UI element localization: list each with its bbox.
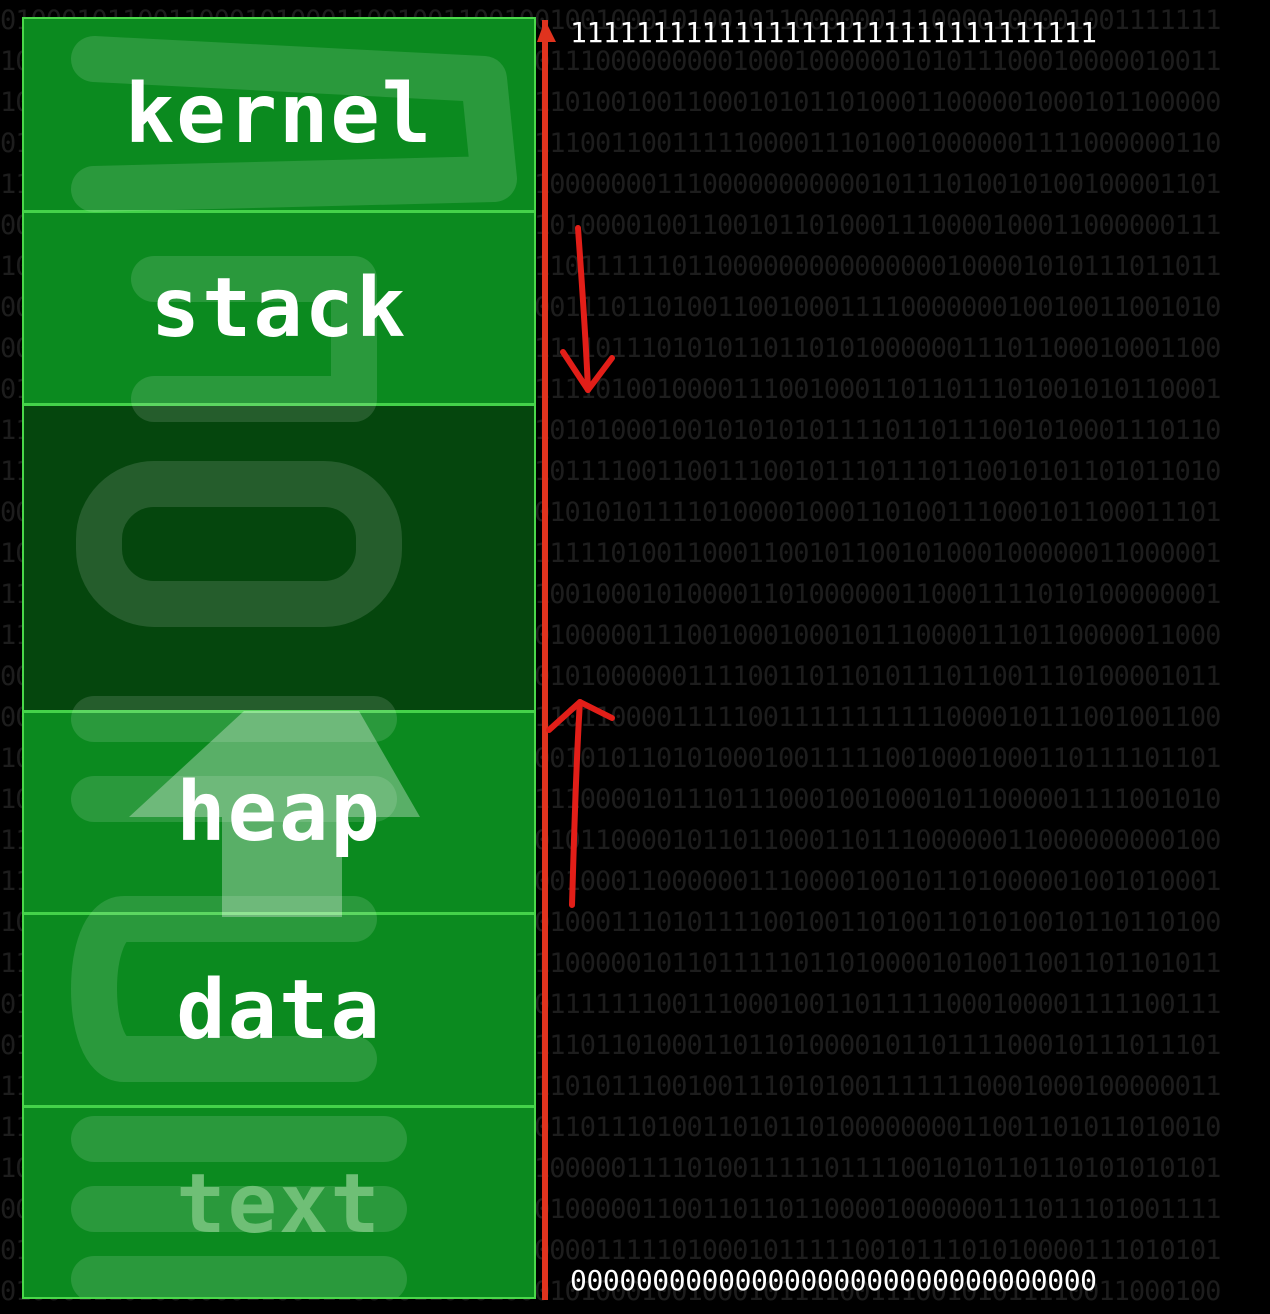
- low-address-label: 00000000000000000000000000000000: [570, 1264, 1097, 1297]
- segment-text: text: [24, 1108, 534, 1297]
- segment-label-data: data: [176, 962, 382, 1058]
- stack-growth-down-arrow-icon: [575, 225, 591, 393]
- high-address-label: 11111111111111111111111111111111: [570, 16, 1097, 49]
- segment-label-text: text: [176, 1157, 382, 1252]
- segment-kernel: kernel: [24, 19, 534, 213]
- memory-layout-column: kernel stack heap data text: [22, 17, 536, 1299]
- segment-label-heap: heap: [176, 765, 382, 860]
- segment-heap: heap: [24, 713, 534, 915]
- heap-growth-up-arrow-icon: [569, 699, 583, 908]
- segment-label-kernel: kernel: [124, 67, 434, 162]
- segment-data: data: [24, 915, 534, 1108]
- segment-stack: stack: [24, 213, 534, 406]
- segment-free-space: [24, 406, 534, 713]
- address-axis-arrow-icon: [537, 20, 556, 42]
- segment-label-stack: stack: [150, 260, 408, 356]
